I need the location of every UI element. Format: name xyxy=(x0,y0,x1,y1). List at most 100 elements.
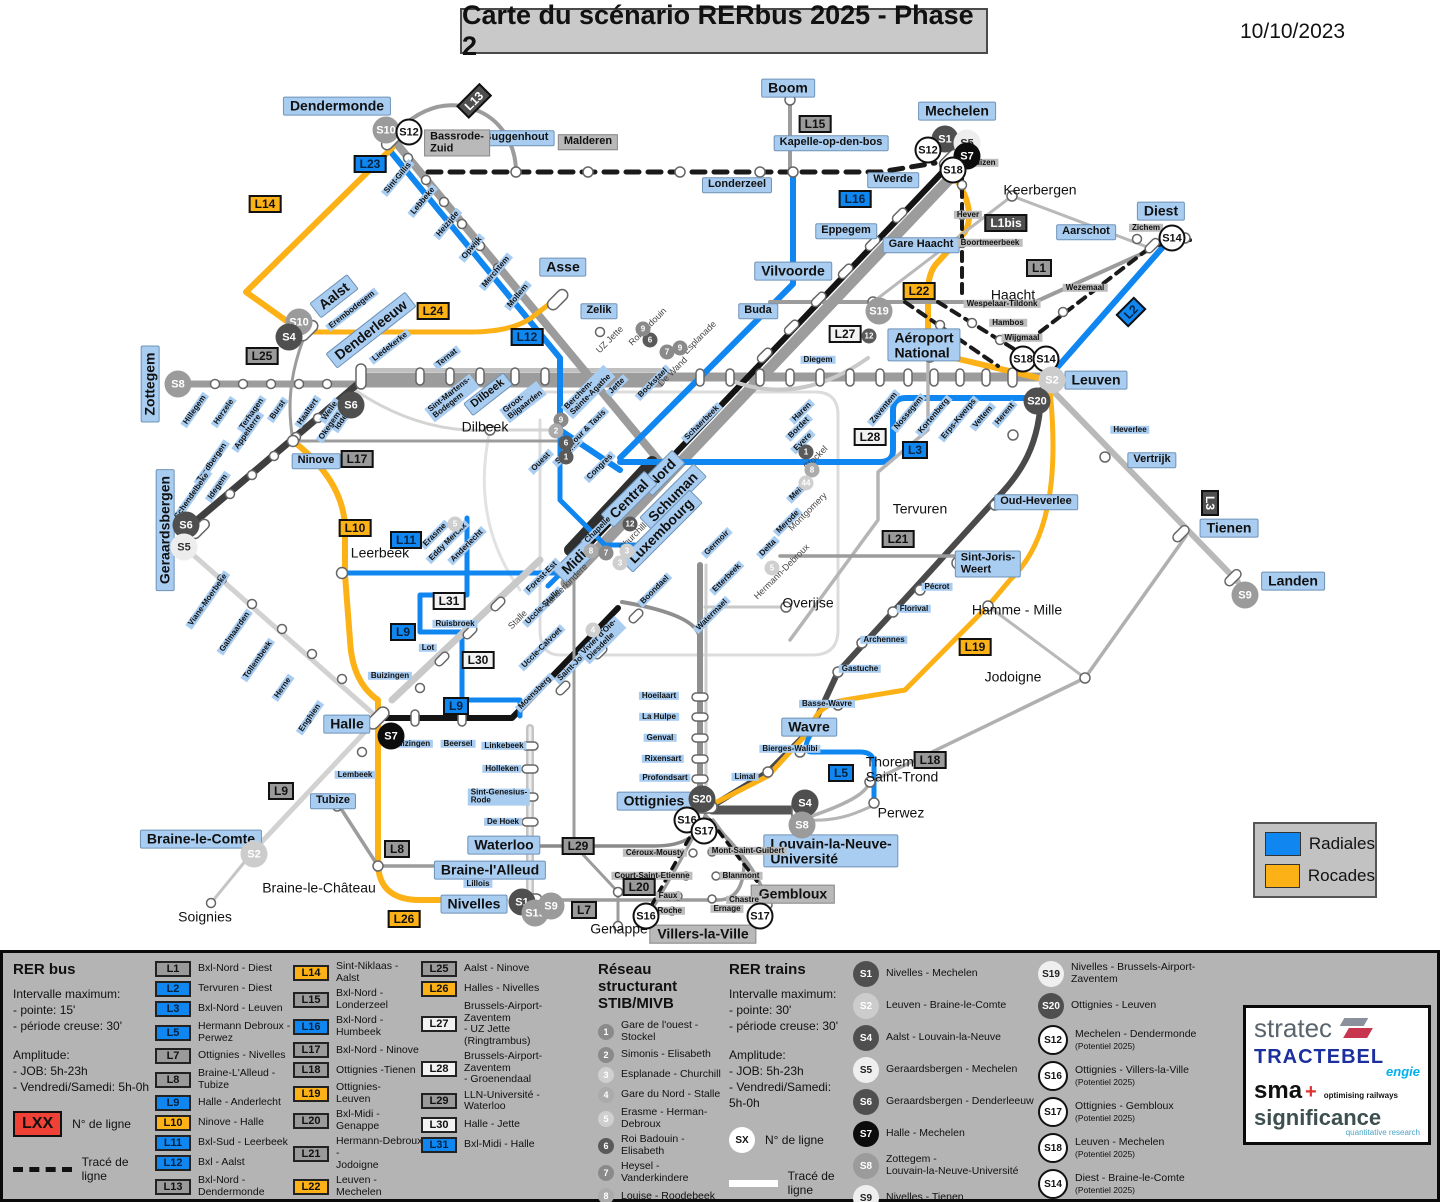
metro-badge-1-9: 1 xyxy=(798,444,814,460)
metro-badge-4-8: 4 xyxy=(585,622,601,638)
map-label-court-saint-etienne: Court-Saint-Etienne xyxy=(611,871,693,881)
map-label-braine-le-comte: Braine-le-Comte xyxy=(139,829,263,849)
legend-line-badge-l30: L30 xyxy=(421,1116,457,1133)
map-label-blanmont: Blanmont xyxy=(719,871,763,881)
legend-s-badge-s17: S17 xyxy=(1038,1097,1068,1127)
legend-stib-name-7: Heysel - Vanderkindere xyxy=(621,1160,689,1184)
map-label-weerde: Weerde xyxy=(867,172,919,188)
legend-line-name-l28: Brussels-Airport-Zaventem - Groenendaal xyxy=(464,1050,543,1086)
legend-line-name-l2: Tervuren - Diest xyxy=(198,982,273,995)
line-badge-l28-14: L28 xyxy=(853,428,887,446)
rocades-swatch xyxy=(1265,864,1300,888)
map-label-linkebeek: Linkebeek xyxy=(481,741,527,751)
legend-line-badge-l7: L7 xyxy=(155,1048,191,1065)
legend-line-badge-l13: L13 xyxy=(155,1178,191,1195)
map-label-diegem: Diegem xyxy=(800,355,836,365)
legend-line-name-l11: Bxl-Sud - Leerbeek xyxy=(198,1136,288,1149)
map-label-wespelaar-tildonk: Wespelaar-Tildonk xyxy=(963,299,1041,309)
map-label-braine-l-alleud: Braine-l'Alleud xyxy=(433,860,547,880)
legend-line-badge-l10: L10 xyxy=(155,1115,191,1132)
legend-line-badge-l3: L3 xyxy=(155,1001,191,1017)
legend-stib-name-4: Gare du Nord - Stalle xyxy=(621,1088,721,1101)
legend-line-name-l30: Halle - Jette xyxy=(464,1118,521,1131)
trace-label: Tracé de ligne xyxy=(81,1155,129,1184)
legend-stib-name-5: Erasme - Herman- Debroux xyxy=(621,1106,708,1130)
map-label-dendermonde: Dendermonde xyxy=(282,96,392,116)
date-label: 10/10/2023 xyxy=(1240,20,1346,43)
legend-stib-badge-3: 3 xyxy=(598,1067,614,1084)
line-badge-l5-25: L5 xyxy=(827,764,855,782)
legend-line-name-l20: Bxl-Midi - Genappe xyxy=(336,1108,380,1132)
sma-logo: sma + optimising railways xyxy=(1254,1078,1420,1104)
map-label-halle: Halle xyxy=(323,714,371,734)
legend-trains-title: RER trains xyxy=(729,961,806,978)
legend-s-name-s8: Zottegem - Louvain-la-Neuve-Université xyxy=(886,1153,1019,1177)
s-line-badge-s19-13: S19 xyxy=(865,297,893,325)
line-badge-l1-6: L1 xyxy=(1025,259,1053,277)
s-line-badge-s17-27: S17 xyxy=(690,817,718,845)
map-label-mechelen: Mechelen xyxy=(918,101,996,121)
map-label-soignies: Soignies xyxy=(178,908,232,925)
legend-s-badge-s20: S20 xyxy=(1038,993,1064,1019)
legend-line-badge-l14: L14 xyxy=(293,964,329,981)
line-badge-l12-10: L12 xyxy=(510,328,544,346)
legend-line-name-l31: Bxl-Midi - Halle xyxy=(464,1138,535,1151)
sma-tagline: optimising railways xyxy=(1323,1090,1398,1100)
line-badge-l15-1: L15 xyxy=(798,115,832,133)
line-badge-l18-26: L18 xyxy=(913,751,947,769)
legend-s-name-s1: Nivelles - Mechelen xyxy=(886,967,978,980)
legend-line-badge-l19: L19 xyxy=(293,1085,329,1102)
map-label-villers-la-ville: Villers-la-Ville xyxy=(649,924,757,944)
legend-s-badge-s9: S9 xyxy=(853,1185,879,1202)
map-label-leerbeek: Leerbeek xyxy=(350,544,410,561)
significance-logo: significance quantitative research xyxy=(1254,1106,1420,1137)
legend-stib-name-1: Gare de l'ouest - Stockel xyxy=(621,1019,699,1043)
map-label-perwez: Perwez xyxy=(877,804,925,821)
legend-s-badge-s2: S2 xyxy=(853,993,879,1019)
line-badge-l24-9: L24 xyxy=(416,302,450,320)
map-label-bierges-walibi: Bierges-Walibi xyxy=(759,744,821,754)
legend-s-badge-s7: S7 xyxy=(853,1121,879,1147)
map-label-zelik: Zelik xyxy=(580,303,618,319)
legend-rerbus-amplitude: Amplitude: - JOB: 5h-23h - Vendredi/Same… xyxy=(13,1047,150,1094)
map-label-buda: Buda xyxy=(738,303,778,319)
legend-line-badge-l27: L27 xyxy=(421,1016,457,1033)
legend-line-name-l26: Halles - Nivelles xyxy=(464,982,540,995)
s-line-badge-s5-12: S5 xyxy=(170,533,198,561)
legend-line-name-l16: Bxl-Nord - Humbeek xyxy=(336,1014,384,1038)
line-badge-l22-7: L22 xyxy=(902,282,936,300)
map-label-haacht: Haacht xyxy=(990,286,1036,303)
map-label-huizingen: Huizingen xyxy=(388,739,434,749)
legend-line-name-l15: Bxl-Nord - Londerzeel xyxy=(336,987,388,1011)
legend-s-name-s5: Geraardsbergen - Mechelen xyxy=(886,1063,1018,1076)
legend-s-badge-s16: S16 xyxy=(1038,1061,1068,1091)
line-badge-l3-15: L3 xyxy=(901,441,929,459)
legend-trains-amplitude: Amplitude: - JOB: 5h-23h - Vendredi/Same… xyxy=(729,1047,832,1111)
map-label-nivelles: Nivelles xyxy=(440,894,508,914)
s-line-badge-s18-6: S18 xyxy=(939,156,967,184)
s-line-badge-s14-18: S14 xyxy=(1158,224,1186,252)
legend-stib-name-8: Louise - Roodebeek xyxy=(621,1189,715,1202)
map-label-hever: Hever xyxy=(953,210,983,220)
metro-badge-5-12: 5 xyxy=(764,560,780,576)
legend-line-name-l14: Sint-Niklaas - Aalst xyxy=(336,960,399,984)
legend-line-name-l21: Hermann-Debroux - Jodoigne xyxy=(336,1135,423,1171)
legend-line-badge-l17: L17 xyxy=(293,1042,329,1059)
line-badge-l11-19: L11 xyxy=(389,531,423,549)
legend-line-name-l29: LLN-Université - Waterloo xyxy=(464,1088,540,1113)
legend-trains-intervalle: Intervalle maximum: - pointe: 30' - péri… xyxy=(729,987,839,1034)
legend-line-name-l22: Leuven - Mechelen xyxy=(336,1174,382,1198)
